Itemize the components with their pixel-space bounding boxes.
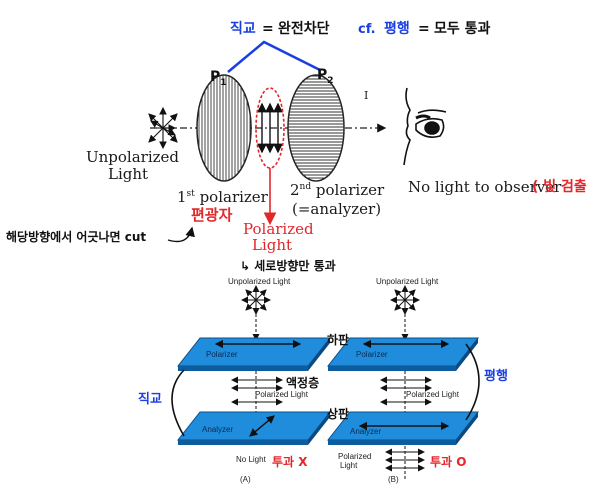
panel-a-no-light: No Light [236, 455, 266, 464]
panel-a-unpolarized: Unpolarized Light [228, 277, 291, 286]
panel-b-analyzer: Analyzer [350, 427, 382, 436]
header-eq2: = [418, 21, 430, 37]
panel-b-star [390, 285, 420, 315]
cross-bracket [171, 369, 185, 437]
panel-b-polarizer: Polarizer [356, 350, 388, 359]
parallel-kr: 평행 [484, 369, 508, 384]
observer-eye [403, 87, 447, 166]
cut-note-arrow [167, 226, 195, 243]
panel-b-drawing [326, 285, 480, 480]
header-cross-word: 직교 [230, 21, 256, 37]
passed-kr: 투과 O [430, 455, 467, 469]
liquid-crystal-kr: 액정층 [286, 376, 320, 390]
header-cf: cf. [358, 22, 376, 37]
panel-b-unpolarized: Unpolarized Light [376, 277, 439, 286]
panel-a-drawing [176, 285, 332, 445]
p1-label: P1 [210, 69, 227, 88]
polarized-line2: Light [252, 236, 293, 254]
panel-a-polarizer: Polarizer [206, 350, 238, 359]
header-parallel-word: 평행 [384, 21, 410, 37]
unpolarized-line2: Light [108, 165, 149, 183]
header-parallel-desc: 모두 통과 [434, 21, 491, 37]
panel-b-result-line1: Polarized [338, 452, 372, 461]
header-eq1: = [262, 21, 274, 37]
no-light-label: No light to observer [408, 178, 562, 196]
unpolarized-line1: Unpolarized [86, 148, 180, 166]
second-polarizer-label: 2nd polarizer [290, 181, 385, 199]
no-light-note: ( 빛 검출 X ) [532, 179, 592, 195]
first-polarizer-label: 1st polarizer [177, 188, 268, 206]
vertical-mark: I [364, 89, 369, 102]
polarizer-kr-label: 편광자 [191, 206, 233, 224]
unpolarized-star-top [148, 106, 178, 150]
lower-plate-kr: 하판 [327, 333, 350, 347]
panel-a-star [241, 285, 271, 315]
first-polarizer-disc [196, 74, 252, 182]
header-cross-desc: 완전차단 [278, 21, 330, 37]
analyzer-label: (=analyzer) [292, 200, 382, 218]
pass-note: ↳ 세로방향만 통과 [240, 259, 336, 273]
cross-kr: 직교 [138, 392, 162, 407]
panel-b-result-line2: Light [340, 461, 358, 470]
cut-note: 해당방향에서 어긋나면 cut [6, 230, 147, 244]
header-bracket [227, 40, 321, 73]
panel-b-polarized: Polarized Light [406, 390, 459, 399]
p2-label: P2 [317, 67, 334, 86]
panel-a-polarized: Polarized Light [255, 390, 308, 399]
upper-plate-kr: 상판 [327, 407, 350, 421]
panel-b-caption: (B) [388, 475, 399, 484]
polarized-line1: Polarized [243, 220, 314, 238]
second-polarizer-disc [287, 74, 345, 182]
polarized-highlight-ellipse [255, 87, 285, 169]
panel-a-analyzer: Analyzer [202, 425, 234, 434]
parallel-bracket [465, 343, 480, 421]
polarized-arrows [257, 102, 283, 154]
blocked-kr: 투과 X [272, 455, 308, 469]
panel-a-caption: (A) [240, 475, 251, 484]
